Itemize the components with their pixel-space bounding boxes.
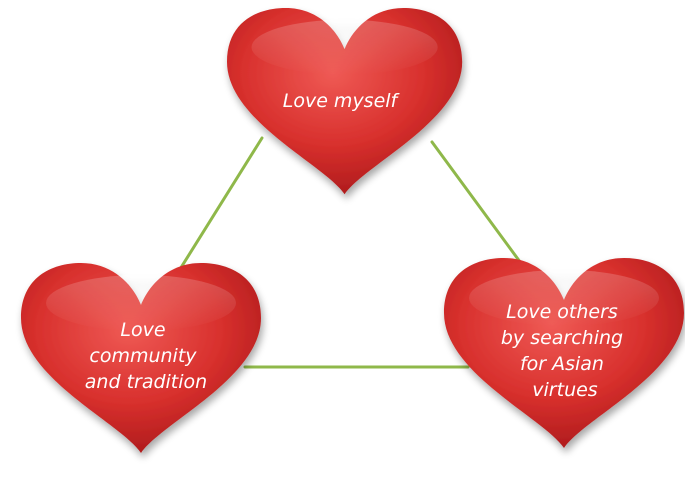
heart-label-line: community bbox=[89, 345, 197, 367]
heart-love-others bbox=[444, 258, 684, 448]
heart-label-love-others: Love others by searching for Asian virtu… bbox=[501, 301, 629, 401]
heart-label-line: for Asian bbox=[520, 353, 604, 375]
heart-love-community bbox=[21, 263, 261, 453]
heart-label-line: Love others bbox=[506, 301, 618, 323]
heart-label-love-community: Love community and tradition bbox=[85, 319, 207, 393]
heart-label-line: and tradition bbox=[85, 371, 207, 393]
heart-label-line: by searching bbox=[501, 327, 623, 349]
heart-label-line: Love myself bbox=[283, 90, 401, 112]
heart-label-love-myself: Love myself bbox=[283, 90, 401, 112]
heart-label-line: Love bbox=[120, 319, 165, 341]
heart-label-line: virtues bbox=[532, 379, 598, 401]
heart-love-myself bbox=[227, 8, 463, 195]
